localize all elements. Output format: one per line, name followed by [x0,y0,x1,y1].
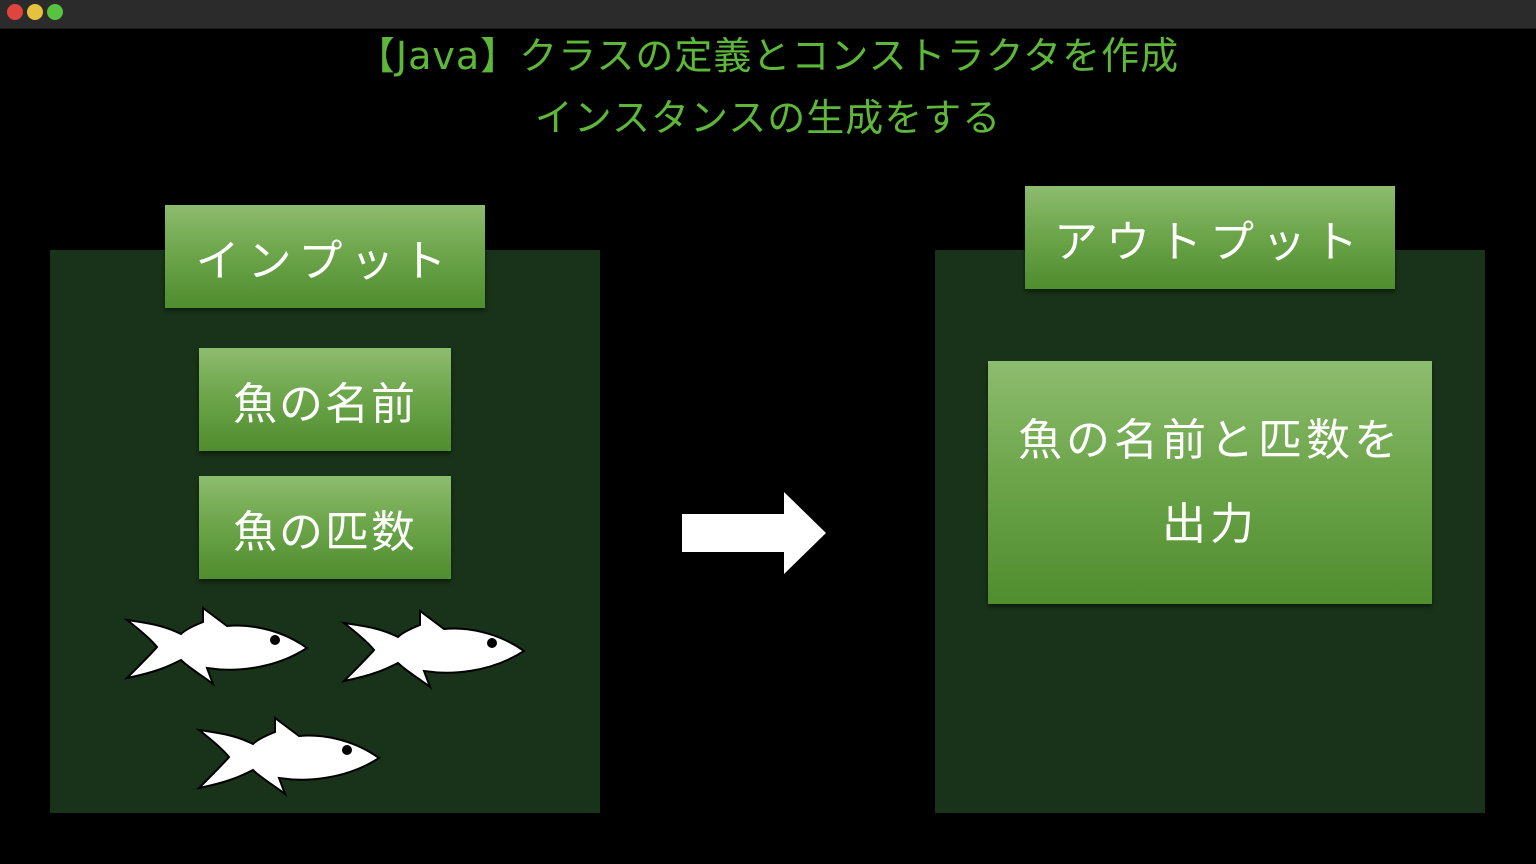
output-result-box: 魚の名前と匹数を出力 [988,361,1432,604]
diagram-title-line-2: インスタンスの生成をする [534,96,1002,140]
close-window-button[interactable] [7,4,23,20]
fish-icon [195,716,381,798]
maximize-window-button[interactable] [47,4,63,20]
output-label: アウトプット [1025,186,1395,289]
fish-icon [340,609,526,691]
right-arrow-icon [682,492,826,574]
fish-name-box: 魚の名前 [199,348,451,451]
fish-icon [123,606,309,688]
minimize-window-button[interactable] [27,4,43,20]
window-titlebar [0,0,1536,29]
fish-count-box: 魚の匹数 [199,476,451,579]
diagram-title-line-1: 【Java】クラスの定義とコンストラクタを作成 [356,34,1180,78]
input-label: インプット [165,205,485,308]
